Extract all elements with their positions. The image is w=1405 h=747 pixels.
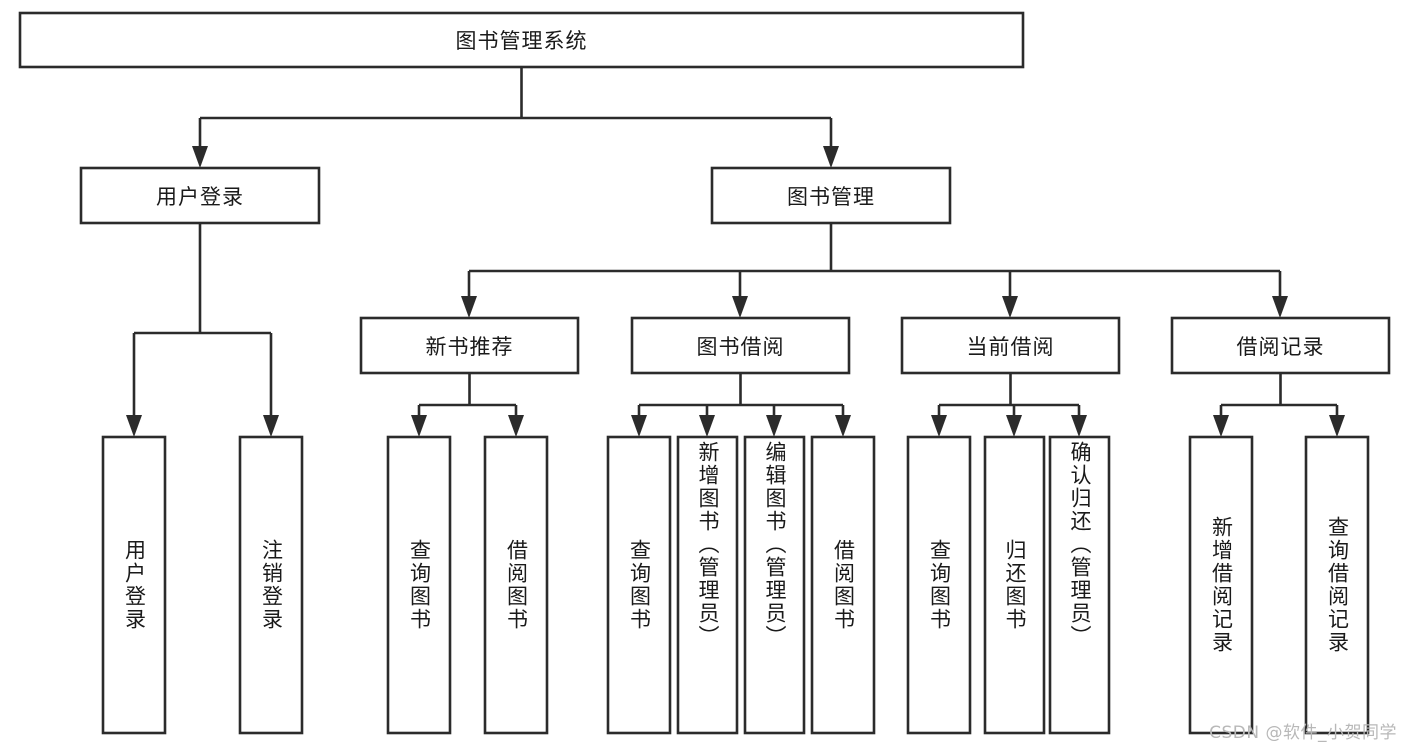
leaf-node-leaf-borrow-book-2[interactable] [810,435,876,735]
watermark: CSDN @软件_小贺同学 [1209,723,1397,743]
arrow-head-icon [1071,415,1087,437]
arrow-head-icon [835,415,851,437]
arrow-head-icon [1002,296,1018,318]
arrow-head-icon [411,415,427,437]
arrow-head-icon [263,415,279,437]
leaf-node-leaf-user-login[interactable] [101,435,167,735]
leaf-node-leaf-query-book-3[interactable] [906,435,972,735]
arrow-head-icon [1006,415,1022,437]
arrow-head-icon [699,415,715,437]
arrow-head-icon [732,296,748,318]
arrow-head-icon [192,146,208,168]
leaf-node-leaf-confirm-return[interactable] [1048,435,1111,735]
arrow-head-icon [766,415,782,437]
arrow-head-icon [823,146,839,168]
leaf-node-leaf-add-record[interactable] [1188,435,1254,735]
arrow-head-icon [631,415,647,437]
leaf-node-leaf-query-book-2[interactable] [606,435,672,735]
leaf-node-leaf-return-book[interactable] [983,435,1046,735]
node-book-borrow[interactable] [630,316,851,375]
node-current-borrow[interactable] [900,316,1121,375]
leaf-node-leaf-add-book[interactable] [676,435,739,735]
arrow-head-icon [508,415,524,437]
leaf-node-leaf-query-record[interactable] [1304,435,1370,735]
boxes-layer [18,11,1391,735]
leaf-node-leaf-edit-book[interactable] [743,435,806,735]
arrow-head-icon [931,415,947,437]
arrow-head-icon [461,296,477,318]
connectors-layer [126,67,1345,437]
arrow-head-icon [1213,415,1229,437]
leaf-node-leaf-logout[interactable] [238,435,304,735]
node-new-book-recommend[interactable] [359,316,580,375]
node-root-root[interactable] [18,11,1025,69]
node-book-manage[interactable] [710,166,952,225]
arrow-head-icon [126,415,142,437]
leaf-node-leaf-query-book-1[interactable] [386,435,452,735]
leaf-node-leaf-borrow-book-1[interactable] [483,435,549,735]
arrow-head-icon [1272,296,1288,318]
node-borrow-record[interactable] [1170,316,1391,375]
node-user-login[interactable] [79,166,321,225]
arrow-head-icon [1329,415,1345,437]
